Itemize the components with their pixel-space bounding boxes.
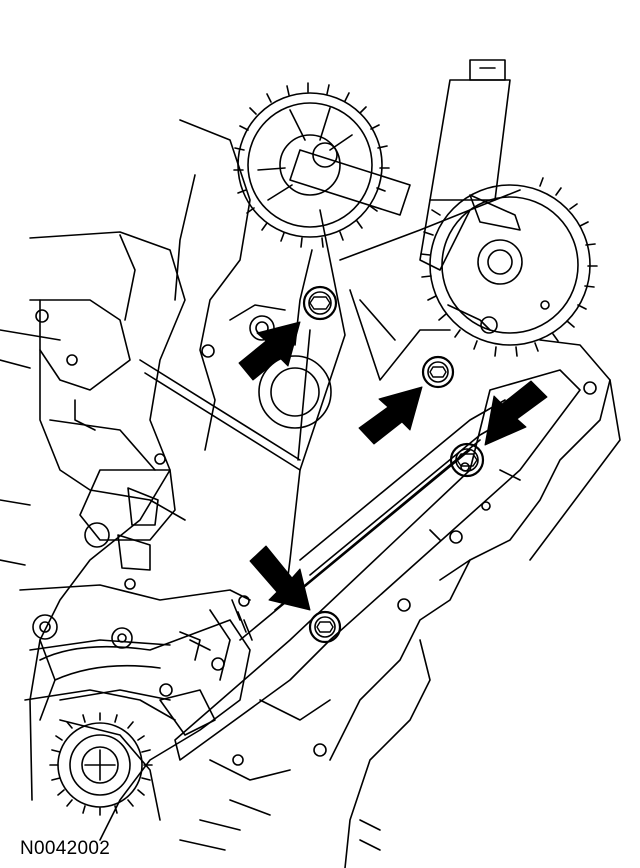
bolt-tensioner-right	[451, 444, 483, 476]
right-engine-cover	[180, 340, 620, 868]
figure-id-label: N0042002	[20, 838, 111, 859]
bolt-upper-left	[304, 287, 336, 319]
timing-chain	[140, 190, 520, 470]
solid-arrow-icon	[359, 387, 422, 444]
center-pulley-boss	[230, 305, 331, 428]
camshaft-sprocket-right	[421, 178, 597, 356]
bolt-upper-right	[423, 357, 453, 387]
bolt-lower-guide	[310, 612, 340, 642]
camshaft-sprocket-left	[234, 83, 410, 247]
solid-arrow-icon	[250, 546, 310, 610]
actuator-solenoid	[420, 60, 510, 270]
lower-housing	[40, 600, 252, 840]
engine-block-outline	[0, 120, 250, 820]
solid-arrow-icon	[239, 322, 300, 380]
solid-arrow-icon	[485, 381, 547, 445]
